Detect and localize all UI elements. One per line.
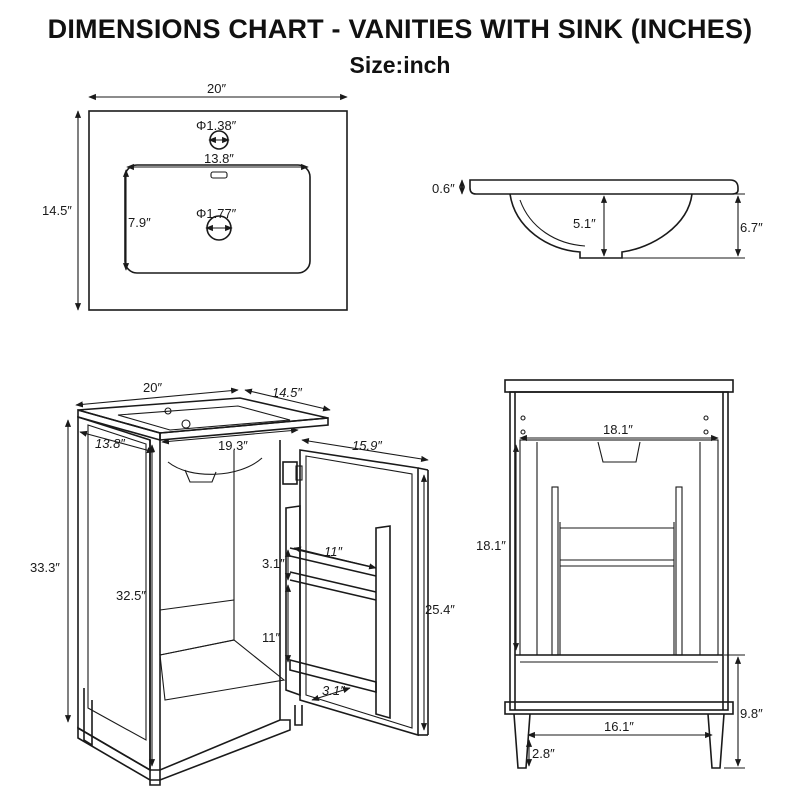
iso-open-door — [299, 449, 419, 737]
front-rack-left-post — [551, 486, 559, 656]
label-top-depth: 14.5″ — [42, 203, 72, 218]
label-base-height: 9.8″ — [740, 706, 763, 721]
hinge-hole-4 — [703, 429, 709, 435]
iso-base-rail — [77, 719, 291, 781]
front-drain-notch — [597, 441, 641, 463]
iso-rack-bar-mid-2 — [289, 579, 377, 601]
label-faucet-hole: Φ1.38″ — [196, 118, 237, 133]
iso-door-panel — [305, 455, 413, 729]
iso-drain-pipe — [184, 469, 217, 483]
front-base-rail — [504, 701, 734, 715]
iso-drain-icon — [181, 419, 191, 429]
label-basin-depth: 7.9″ — [128, 215, 151, 230]
iso-countertop-front-right — [159, 417, 329, 441]
countertop-profile — [469, 179, 739, 195]
overflow-slot — [210, 171, 228, 179]
front-leg-left — [513, 713, 531, 769]
dim-cab-depth — [244, 388, 331, 412]
iso-hinge-plate — [295, 465, 303, 481]
label-front-inner-height: 18.1″ — [476, 538, 506, 553]
hinge-hole-2 — [520, 429, 526, 435]
iso-leg-left-back — [83, 688, 93, 747]
dim-door-width — [301, 438, 429, 462]
front-rack-right-post — [675, 486, 683, 656]
label-shelf-width: 11″ — [324, 544, 342, 559]
dim-shelf-width — [293, 546, 377, 570]
label-basin-inner-height: 5.1″ — [573, 216, 596, 231]
iso-leg-front — [149, 770, 161, 786]
label-top-width: 20″ — [207, 81, 226, 96]
label-drain-hole: Φ1.77″ — [196, 206, 237, 221]
hinge-hole-3 — [703, 415, 709, 421]
label-shelf-gap: 3.1″ — [262, 556, 285, 571]
iso-rack-right-post — [375, 525, 391, 720]
hinge-hole-1 — [520, 415, 526, 421]
label-front-inner-width: 18.1″ — [603, 422, 633, 437]
label-base-width: 16.1″ — [604, 719, 634, 734]
label-shelf-height: 11″ — [262, 630, 280, 645]
front-opening — [519, 439, 719, 656]
label-total-height: 33.3″ — [30, 560, 60, 575]
iso-hinge-icon — [282, 461, 298, 485]
dim-shelf-depth — [311, 687, 351, 701]
iso-basin-under — [167, 457, 263, 475]
label-cab-body-height: 32.5″ — [116, 588, 146, 603]
front-leg-right — [707, 713, 725, 769]
label-basin-width: 13.8″ — [204, 151, 234, 166]
front-countertop — [504, 379, 734, 393]
isometric-view: 20″ 14.5″ 13.8″ 19.3″ 15.9″ 33.3″ 32.5″ … — [30, 380, 455, 786]
page-subtitle: Size:inch — [349, 52, 451, 78]
front-cabinet-body — [509, 391, 729, 711]
iso-basin-opening — [117, 405, 291, 431]
label-cab-width: 20″ — [143, 380, 162, 395]
label-shelf-depth: 3.1″ — [322, 683, 345, 698]
iso-interior-back-panel — [159, 599, 235, 656]
basin-inner-curve — [519, 199, 586, 247]
dim-basin-iso-width — [79, 430, 155, 454]
dim-cab-width — [75, 387, 239, 408]
label-top-thickness: 0.6″ — [432, 181, 455, 196]
dim-cab-inner-width — [161, 427, 299, 445]
iso-door-top-edge — [417, 467, 429, 471]
label-cab-depth: 14.5″ — [272, 385, 302, 400]
basin-profile — [509, 193, 693, 259]
iso-leg-right — [294, 705, 303, 726]
iso-rack-bottom-shelf — [289, 658, 377, 694]
label-basin-iso-width: 13.8″ — [95, 436, 125, 451]
iso-interior-floor — [159, 639, 286, 701]
front-view: 18.1″ 18.1″ 16.1″ 9.8″ 2.8″ — [476, 379, 763, 769]
iso-rack-bar-mid — [289, 571, 377, 593]
label-door-width: 15.9″ — [352, 438, 382, 453]
iso-rack-bar-top-2 — [289, 555, 377, 577]
iso-faucet-hole-icon — [164, 407, 172, 415]
side-section-view: 0.6″ 5.1″ 6.7″ — [432, 179, 763, 259]
top-view: 20″ 14.5″ Φ1.38″ 13.8″ 7.9″ Φ1.77″ — [42, 81, 348, 311]
iso-left-side-panel — [87, 424, 147, 741]
label-basin-total-height: 6.7″ — [740, 220, 763, 235]
page-title: DIMENSIONS CHART - VANITIES WITH SINK (I… — [47, 14, 753, 44]
label-door-height: 25.4″ — [425, 602, 455, 617]
label-leg-width: 2.8″ — [532, 746, 555, 761]
label-cab-inner-width: 19.3″ — [218, 438, 248, 453]
countertop-outline — [88, 110, 348, 311]
